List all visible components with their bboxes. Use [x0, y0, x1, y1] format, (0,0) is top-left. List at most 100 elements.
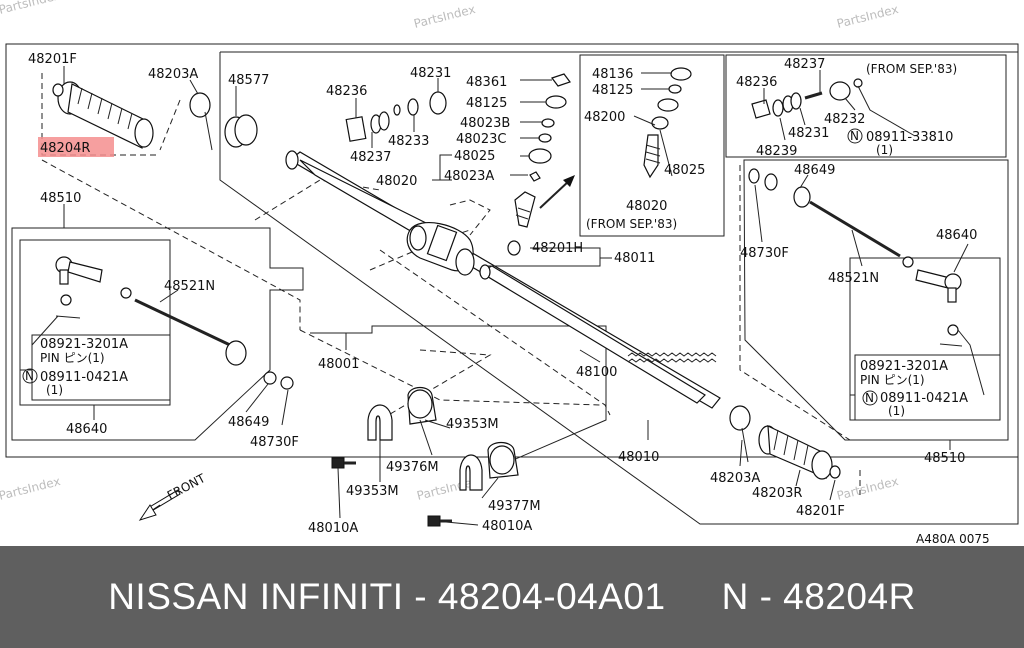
- inset-gear-parts: [643, 67, 692, 179]
- right-pin-box: [854, 354, 1001, 421]
- watermark: PartsIndex: [0, 474, 62, 503]
- footer-nissan-code: N - 48204R: [721, 576, 916, 617]
- diagram-canvas: PartsIndex PartsIndex PartsIndex PartsIn…: [0, 0, 1019, 546]
- n-symbol: [22, 368, 38, 384]
- label-48023B: 48023B: [460, 116, 510, 131]
- diagram-code: A480A 0075: [916, 532, 990, 546]
- label-48023C: 48023C: [456, 132, 506, 147]
- inset-gear-frame: [579, 54, 725, 237]
- mount-bushing: [224, 114, 258, 148]
- label-49376M: 49376M: [386, 460, 439, 475]
- leader-lines: [20, 66, 985, 526]
- right-inner-tie-rod: [748, 168, 963, 347]
- label-48237-center: 48237: [350, 150, 391, 165]
- label-48232: 48232: [824, 112, 865, 127]
- label-48577: 48577: [228, 73, 269, 88]
- right-tie-rod-frame: [743, 159, 1009, 441]
- label-48510-left: 48510: [40, 191, 81, 206]
- label-48201F-left: 48201F: [28, 52, 77, 67]
- inset-right-parts: [751, 78, 863, 119]
- watermark: PartsIndex: [412, 2, 477, 31]
- highlight-marker: [38, 137, 114, 157]
- label-48010: 48010: [618, 450, 659, 465]
- label-48649-left: 48649: [228, 415, 269, 430]
- label-48020-center: 48020: [376, 174, 417, 189]
- label-48236-right: 48236: [736, 75, 777, 90]
- label-48203A-right: 48203A: [710, 471, 760, 486]
- n-symbol-letter: N: [850, 129, 859, 143]
- label-49377M: 49377M: [488, 499, 541, 514]
- label-48200: 48200: [584, 110, 625, 125]
- label-48521N-right: 48521N: [828, 271, 879, 286]
- n-symbol: [862, 390, 878, 406]
- label-48233: 48233: [388, 134, 429, 149]
- n-symbol: [847, 128, 863, 144]
- label-48203R: 48203R: [752, 486, 802, 501]
- watermark: PartsIndex: [835, 474, 900, 503]
- parts-diagram: PartsIndex PartsIndex PartsIndex PartsIn…: [0, 0, 1019, 546]
- left-tie-rod-end-box: [19, 239, 171, 406]
- label-48023A: 48023A: [444, 169, 494, 184]
- rack-teeth: [627, 352, 717, 363]
- label-48020-inset: 48020: [626, 199, 667, 214]
- main-assembly-frame: [219, 51, 1019, 525]
- label-48203A-left: 48203A: [148, 67, 198, 82]
- label-48100: 48100: [576, 365, 617, 380]
- label-48231-right: 48231: [788, 126, 829, 141]
- label-49353M-top: 49353M: [446, 417, 499, 432]
- label-08921-3201A-left: 08921-3201A: [40, 337, 128, 352]
- label-48649-right: 48649: [794, 163, 835, 178]
- label-48239: 48239: [756, 144, 797, 159]
- label-48521N-left: 48521N: [164, 279, 215, 294]
- label-pin-right: PIN ピン(1): [860, 373, 925, 387]
- label-qty-1-c: (1): [888, 404, 905, 418]
- label-48730F-right: 48730F: [740, 246, 789, 261]
- right-boot: [729, 405, 841, 480]
- label-48640-right: 48640: [936, 228, 977, 243]
- left-pin-box: [31, 334, 171, 401]
- label-49353M-bottom: 49353M: [346, 484, 399, 499]
- pinion: [514, 191, 536, 228]
- label-from-sep-83: (FROM SEP.'83): [586, 217, 677, 231]
- label-48125-center: 48125: [466, 96, 507, 111]
- label-48640-left: 48640: [66, 422, 107, 437]
- label-48730F-left: 48730F: [250, 435, 299, 450]
- n-symbol-letter: N: [865, 391, 874, 405]
- label-08911-0421A-right: 08911-0421A: [880, 391, 968, 406]
- label-from-sep-83-right: (FROM SEP.'83): [866, 62, 957, 76]
- mounting-clamps: [331, 386, 519, 527]
- center-small-parts: [345, 73, 571, 256]
- left-clamp: [189, 92, 213, 151]
- label-front: FRONT: [165, 471, 208, 503]
- label-48237-right: 48237: [784, 57, 825, 72]
- watermark: PartsIndex: [835, 2, 900, 31]
- label-08911-0421A-left: 08911-0421A: [40, 370, 128, 385]
- label-48125-inset: 48125: [592, 83, 633, 98]
- label-08911-33810: 08911-33810: [866, 130, 953, 145]
- gear-housing: [406, 221, 475, 276]
- label-48025-center: 48025: [454, 149, 495, 164]
- label-48236-center: 48236: [326, 84, 367, 99]
- inset-tie-rod-frame: [725, 54, 1007, 158]
- label-48204R[interactable]: 48204R: [40, 141, 90, 156]
- label-48025-inset: 48025: [664, 163, 705, 178]
- label-08921-3201A-right: 08921-3201A: [860, 359, 948, 374]
- footer-part-number: NISSAN INFINITI - 48204-04A01: [108, 576, 666, 617]
- label-qty-1-b: (1): [46, 383, 63, 397]
- label-48010A-left: 48010A: [308, 521, 358, 536]
- label-48136: 48136: [592, 67, 633, 82]
- label-48010A-right: 48010A: [482, 519, 532, 534]
- footer-bar: NISSAN INFINITI - 48204-04A01 N - 48204R: [0, 546, 1024, 648]
- watermark: PartsIndex: [0, 0, 62, 17]
- label-48201F-right: 48201F: [796, 504, 845, 519]
- n-symbol-letter: N: [25, 369, 34, 383]
- label-qty-1-a: (1): [876, 143, 893, 157]
- label-48510-right: 48510: [924, 451, 965, 466]
- label-48001: 48001: [318, 357, 359, 372]
- label-48201H: 48201H: [532, 241, 583, 256]
- left-tie-rod-frame: [11, 227, 304, 441]
- clamp-frame: [310, 325, 607, 471]
- label-48361: 48361: [466, 75, 507, 90]
- left-boot: [52, 81, 154, 149]
- label-48011: 48011: [614, 251, 655, 266]
